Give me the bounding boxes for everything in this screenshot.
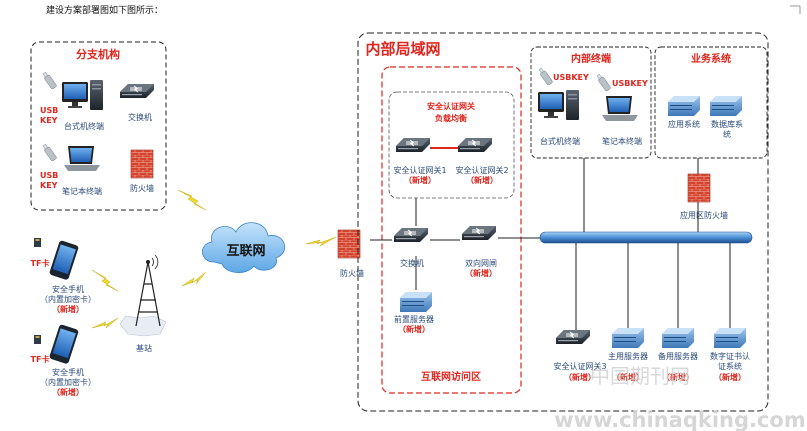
internet-label: 互联网: [226, 244, 265, 259]
terminal-usbkey-2: USBKEY: [612, 79, 648, 88]
front-server-label: 前置服务器: [394, 314, 434, 324]
front-server-icon: [400, 292, 432, 312]
ca-system-line-2: 证系统: [718, 361, 742, 371]
dmz-title: 互联网访问区: [421, 370, 481, 383]
bidirectional-gap-icon: [461, 225, 497, 241]
database-system-line-1: 数据库系: [711, 119, 743, 129]
main-server-label: 主用服务器: [608, 351, 648, 361]
phone-1-line-3: （新增）: [52, 304, 84, 314]
ca-system-new: （新增）: [714, 372, 746, 382]
watermark-cn: 中国期刊网: [590, 364, 690, 388]
phone-2-line-1: 安全手机: [52, 367, 84, 377]
gateway-2-new: （新增）: [466, 175, 498, 185]
gateway-1-new: （新增）: [404, 175, 436, 185]
database-system-icon: [710, 96, 742, 116]
tf-card-icon-2: [34, 335, 41, 344]
app-system-icon: [668, 96, 700, 116]
gateway-2-label: 安全认证网关2: [455, 165, 508, 175]
branch-usbkey-1a: USB: [40, 106, 58, 115]
lightning-icon-internet: [305, 236, 337, 247]
base-station-label: 基站: [136, 343, 152, 353]
branch-desktop-icon: [62, 80, 103, 110]
branch-desktop-label: 台式机终端: [64, 121, 104, 131]
app-firewall-label: 应用区防火墙: [680, 210, 728, 220]
app-system-label: 应用系统: [668, 119, 700, 129]
terminals-title: 内部终端: [571, 52, 611, 65]
branch-firewall-label: 防火墙: [130, 183, 154, 193]
terminal-desktop-icon: [538, 90, 579, 120]
bidirectional-gap-label: 双向网闸: [465, 258, 497, 268]
intro-text: 建设方案部署图如下图所示：: [46, 4, 163, 16]
terminal-laptop-icon: [602, 96, 638, 121]
database-system-line-2: 统: [723, 129, 731, 139]
phone-1-line-2: （内置加密卡）: [40, 294, 96, 304]
branch-switch-label: 交换机: [128, 112, 152, 122]
gateway-group-line-1: 安全认证网关: [427, 101, 475, 111]
gateway-3-icon: [555, 329, 591, 345]
main-server-icon: [612, 328, 644, 348]
branch-title: 分支机构: [76, 47, 120, 61]
ca-system-line-1: 数字证书认: [710, 351, 750, 361]
backup-server-new: （新增）: [662, 372, 694, 382]
phone-icon-2: [48, 324, 80, 365]
base-station-icon: [119, 254, 167, 337]
gateway-3-new: （新增）: [564, 372, 596, 382]
gateway-group-line-2: 负载均衡: [435, 113, 467, 123]
internet-cloud-icon: [202, 222, 286, 273]
tf-card-icon-1: [34, 238, 41, 247]
terminal-laptop-label: 笔记本终端: [602, 136, 642, 146]
branch-usbkey-2a: USB: [40, 171, 58, 180]
backup-server-icon: [662, 328, 694, 348]
branch-box: [30, 41, 167, 211]
main-server-new: （新增）: [612, 372, 644, 382]
lan-box: [357, 32, 769, 412]
border-firewall-label: 防火墙: [340, 268, 364, 278]
branch-usb-icon-1: [41, 71, 58, 90]
branch-firewall-icon: [130, 149, 154, 179]
branch-switch-icon: [119, 83, 155, 99]
gateway-2-icon: [457, 137, 493, 153]
terminals-box: [530, 46, 652, 159]
lan-title: 内部局域网: [365, 40, 440, 58]
branch-laptop-icon: [64, 146, 100, 171]
lightning-icon-branch: [177, 189, 207, 211]
terminal-desktop-label: 台式机终端: [540, 136, 580, 146]
front-server-new: （新增）: [398, 324, 430, 334]
tf-label-1: TF卡: [31, 258, 50, 268]
tf-label-2: TF卡: [31, 354, 50, 364]
branch-usbkey-1b: KEY: [40, 116, 58, 125]
gateway-group-box: [388, 91, 515, 199]
branch-laptop-label: 笔记本终端: [62, 186, 102, 196]
terminal-usb-icon-1: [537, 67, 554, 86]
app-firewall-icon: [687, 173, 711, 203]
phone-1-line-1: 安全手机: [52, 284, 84, 294]
terminal-usbkey-1: USBKEY: [553, 73, 589, 82]
phone-2-line-2: （内置加密卡）: [40, 377, 96, 387]
dmz-box: [381, 66, 522, 394]
bidirectional-gap-new: （新增）: [465, 268, 497, 278]
gateway-3-label: 安全认证网关3: [553, 361, 606, 371]
phone-2-line-3: （新增）: [52, 387, 84, 397]
branch-usbkey-2b: KEY: [40, 181, 58, 190]
dmz-switch-icon: [393, 227, 429, 243]
gateway-1-label: 安全认证网关1: [393, 165, 446, 175]
phone-icon-1: [48, 240, 80, 281]
terminal-usb-icon-2: [595, 73, 612, 92]
gateway-1-icon: [395, 137, 431, 153]
watermark-url: www.chinaqking.com: [554, 408, 805, 431]
border-firewall-icon: [337, 229, 361, 259]
backbone-bus: [539, 231, 753, 244]
lightning-icon-base: [181, 271, 207, 287]
backup-server-label: 备用服务器: [658, 351, 698, 361]
business-title: 业务系统: [691, 52, 731, 65]
business-box: [654, 46, 768, 159]
lightning-icon-phone-2: [91, 317, 119, 329]
ca-system-icon: [714, 328, 746, 348]
lightning-icon-phone-1: [91, 269, 119, 292]
dmz-switch-label: 交换机: [400, 258, 424, 268]
branch-usb-icon-2: [41, 143, 58, 162]
